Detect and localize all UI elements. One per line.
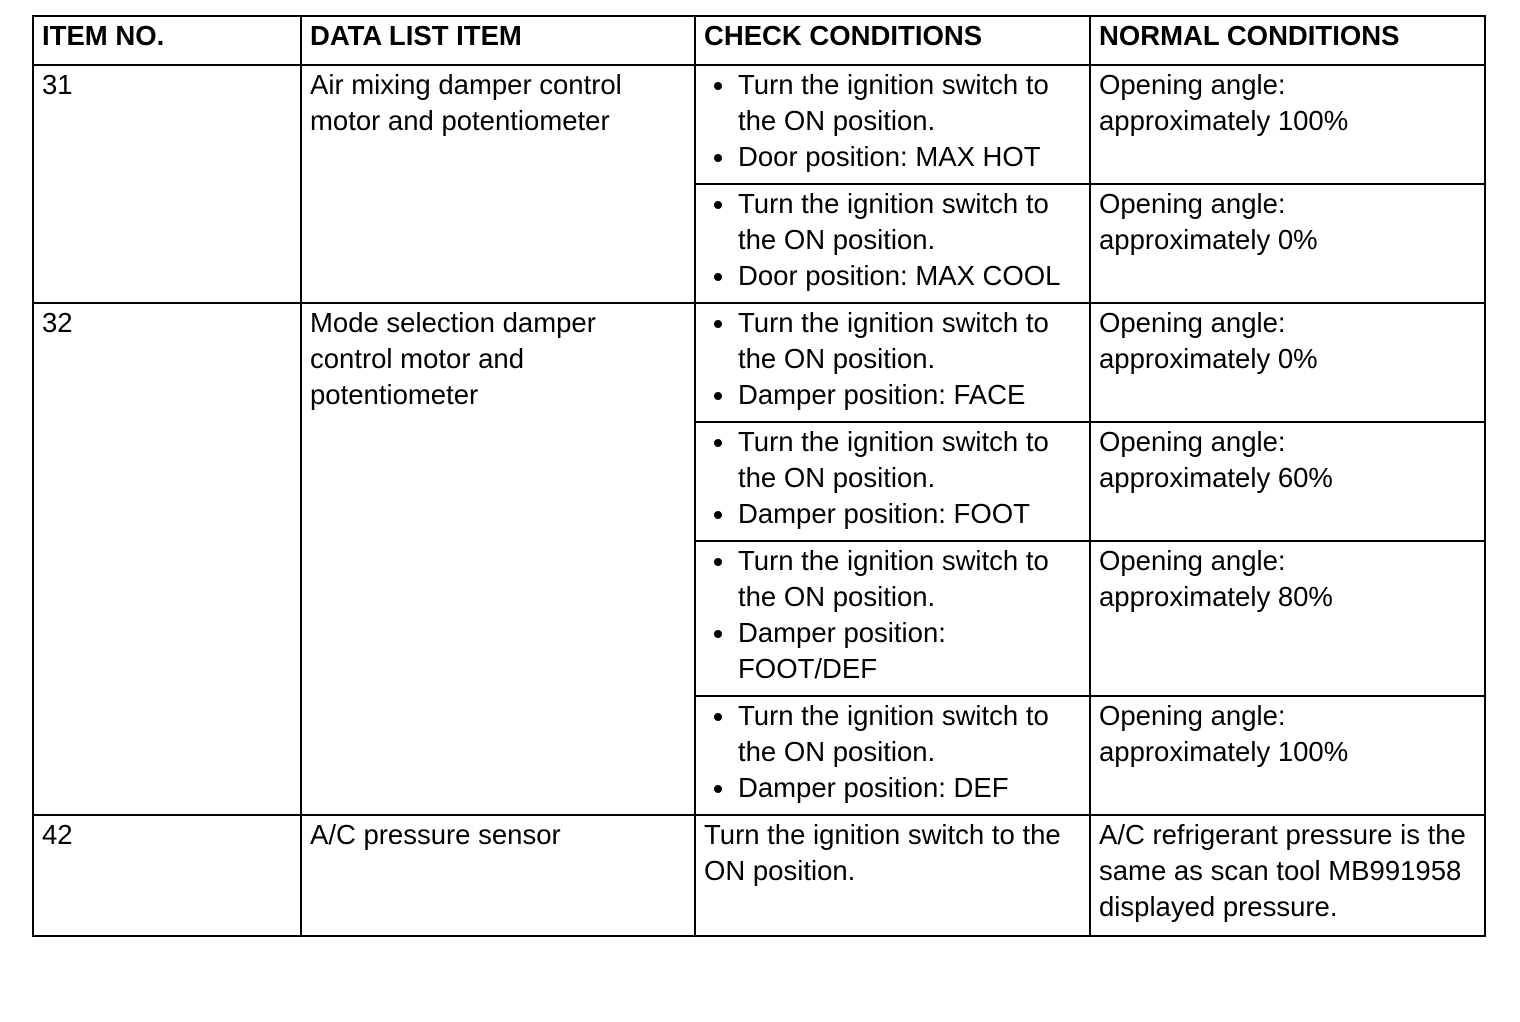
normal-conditions-cell: Opening angle: approximately 0%: [1089, 183, 1486, 304]
list-item: Damper position: FOOT/DEF: [714, 615, 1081, 687]
normal-condition-label: Opening angle:: [1099, 188, 1286, 219]
check-conditions-list: Turn the ignition switch to the ON posit…: [704, 424, 1081, 532]
data-list-table: ITEM NO. DATA LIST ITEM CHECK CONDITIONS…: [32, 15, 1486, 937]
table-row: Turn the ignition switch to the ON posit…: [33, 695, 1486, 816]
header-normal-conditions: NORMAL CONDITIONS: [1089, 15, 1486, 66]
check-conditions-list: Turn the ignition switch to the ON posit…: [704, 543, 1081, 687]
item-no-cell: 31: [32, 64, 302, 304]
table-row: 31 Air mixing damper control motor and p…: [32, 64, 1486, 304]
list-item: Turn the ignition switch to the ON posit…: [714, 424, 1081, 496]
normal-condition-value: approximately 0%: [1099, 343, 1318, 374]
header-item-no: ITEM NO.: [32, 15, 302, 66]
normal-conditions-cell: A/C refrigerant pressure is the same as …: [1089, 814, 1486, 937]
normal-condition-value: approximately 100%: [1099, 105, 1349, 136]
normal-condition-value: approximately 80%: [1099, 581, 1333, 612]
check-conditions-cell: Turn the ignition switch to the ON posit…: [694, 421, 1091, 542]
data-list-item-cell: Air mixing damper control motor and pote…: [300, 64, 696, 304]
normal-conditions-cell: Opening angle: approximately 0%: [1089, 302, 1486, 423]
check-conditions-list: Turn the ignition switch to the ON posit…: [704, 186, 1081, 294]
list-item: Turn the ignition switch to the ON posit…: [714, 305, 1081, 377]
check-conditions-cell: Turn the ignition switch to the ON posit…: [694, 540, 1091, 697]
list-item: Turn the ignition switch to the ON posit…: [714, 67, 1081, 139]
normal-conditions-cell: Opening angle: approximately 100%: [1089, 64, 1486, 185]
normal-conditions-cell: Opening angle: approximately 100%: [1089, 695, 1486, 816]
normal-condition-label: Opening angle:: [1099, 545, 1286, 576]
list-item: Door position: MAX COOL: [714, 258, 1081, 294]
header-row: ITEM NO. DATA LIST ITEM CHECK CONDITIONS…: [32, 15, 1486, 66]
header-data-list-item: DATA LIST ITEM: [300, 15, 696, 66]
normal-condition-label: Opening angle:: [1099, 307, 1286, 338]
check-conditions-cell: Turn the ignition switch to the ON posit…: [694, 814, 1091, 937]
check-conditions-list: Turn the ignition switch to the ON posit…: [704, 305, 1081, 413]
item-no-cell: 42: [32, 814, 302, 937]
normal-condition-label: Opening angle:: [1099, 426, 1286, 457]
list-item: Door position: MAX HOT: [714, 139, 1081, 175]
list-item: Damper position: DEF: [714, 770, 1081, 806]
list-item: Damper position: FOOT: [714, 496, 1081, 532]
table-row: Turn the ignition switch to the ON posit…: [33, 183, 1486, 304]
table-row: Turn the ignition switch to the ON posit…: [33, 540, 1486, 697]
table-row: 42 A/C pressure sensor Turn the ignition…: [32, 814, 1486, 937]
list-item: Turn the ignition switch to the ON posit…: [714, 543, 1081, 615]
check-conditions-list: Turn the ignition switch to the ON posit…: [704, 698, 1081, 806]
check-conditions-cell: Turn the ignition switch to the ON posit…: [694, 695, 1091, 816]
normal-condition-value: approximately 0%: [1099, 224, 1318, 255]
normal-conditions-cell: Opening angle: approximately 60%: [1089, 421, 1486, 542]
table-row: 32 Mode selection damper control motor a…: [32, 302, 1486, 816]
list-item: Turn the ignition switch to the ON posit…: [714, 698, 1081, 770]
list-item: Turn the ignition switch to the ON posit…: [714, 186, 1081, 258]
table-row: Turn the ignition switch to the ON posit…: [33, 421, 1486, 542]
check-conditions-cell: Turn the ignition switch to the ON posit…: [694, 64, 1091, 185]
item-no-cell: 32: [32, 302, 302, 816]
normal-condition-value: approximately 60%: [1099, 462, 1333, 493]
normal-condition-value: approximately 100%: [1099, 736, 1349, 767]
data-list-item-cell: A/C pressure sensor: [300, 814, 696, 937]
normal-conditions-cell: Opening angle: approximately 80%: [1089, 540, 1486, 697]
check-conditions-list: Turn the ignition switch to the ON posit…: [704, 67, 1081, 175]
check-conditions-cell: Turn the ignition switch to the ON posit…: [694, 183, 1091, 304]
list-item: Damper position: FACE: [714, 377, 1081, 413]
normal-condition-label: Opening angle:: [1099, 700, 1286, 731]
check-conditions-cell: Turn the ignition switch to the ON posit…: [694, 302, 1091, 423]
data-list-item-cell: Mode selection damper control motor and …: [300, 302, 696, 816]
normal-condition-label: Opening angle:: [1099, 69, 1286, 100]
header-check-conditions: CHECK CONDITIONS: [694, 15, 1091, 66]
